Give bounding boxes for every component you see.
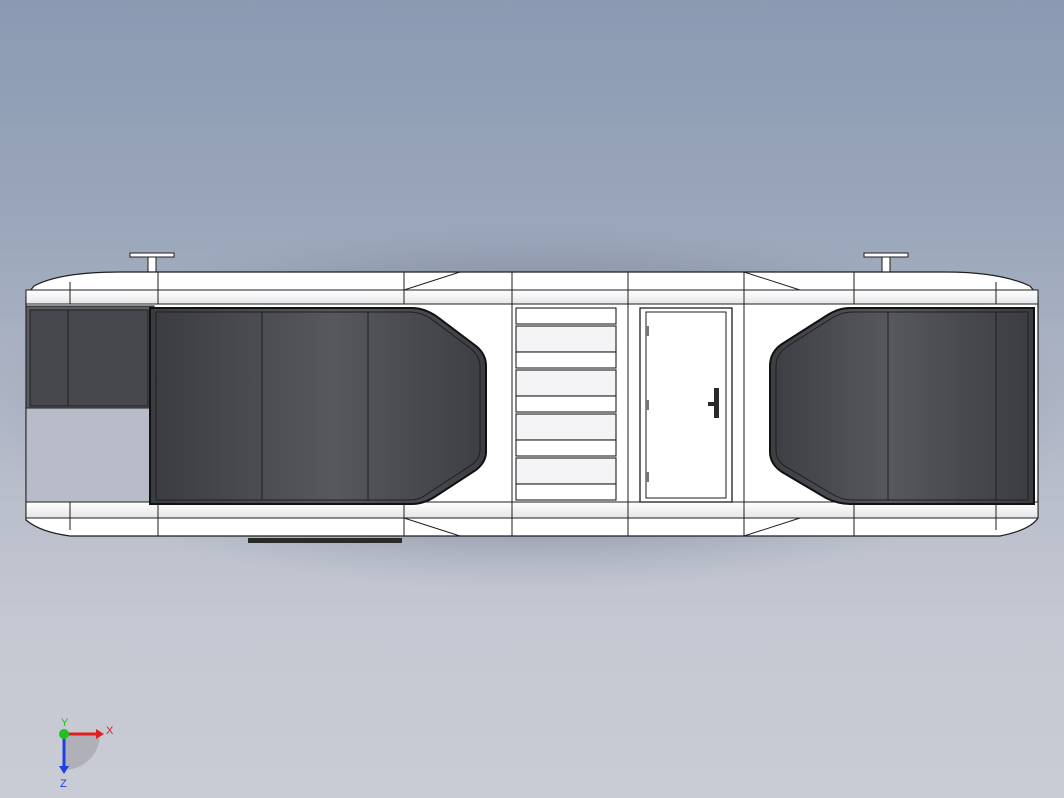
right-glass-panel <box>769 307 1035 505</box>
y-axis-label: Y <box>61 717 69 729</box>
top-rail <box>25 289 1039 305</box>
bottom-skid-plate <box>248 538 402 543</box>
ventilation-louvres <box>515 307 617 501</box>
door-handle-icon[interactable] <box>708 388 719 418</box>
coordinate-triad: X Y Z <box>40 712 120 792</box>
y-axis-dot <box>59 729 69 739</box>
left-cavity-side-panel <box>29 309 149 407</box>
x-axis-label: X <box>106 725 114 737</box>
left-cavity-step <box>25 407 151 503</box>
container-door[interactable] <box>639 307 733 503</box>
triad-background-arc <box>64 734 100 770</box>
left-glass-panel <box>149 307 487 505</box>
z-axis-label: Z <box>60 778 67 790</box>
